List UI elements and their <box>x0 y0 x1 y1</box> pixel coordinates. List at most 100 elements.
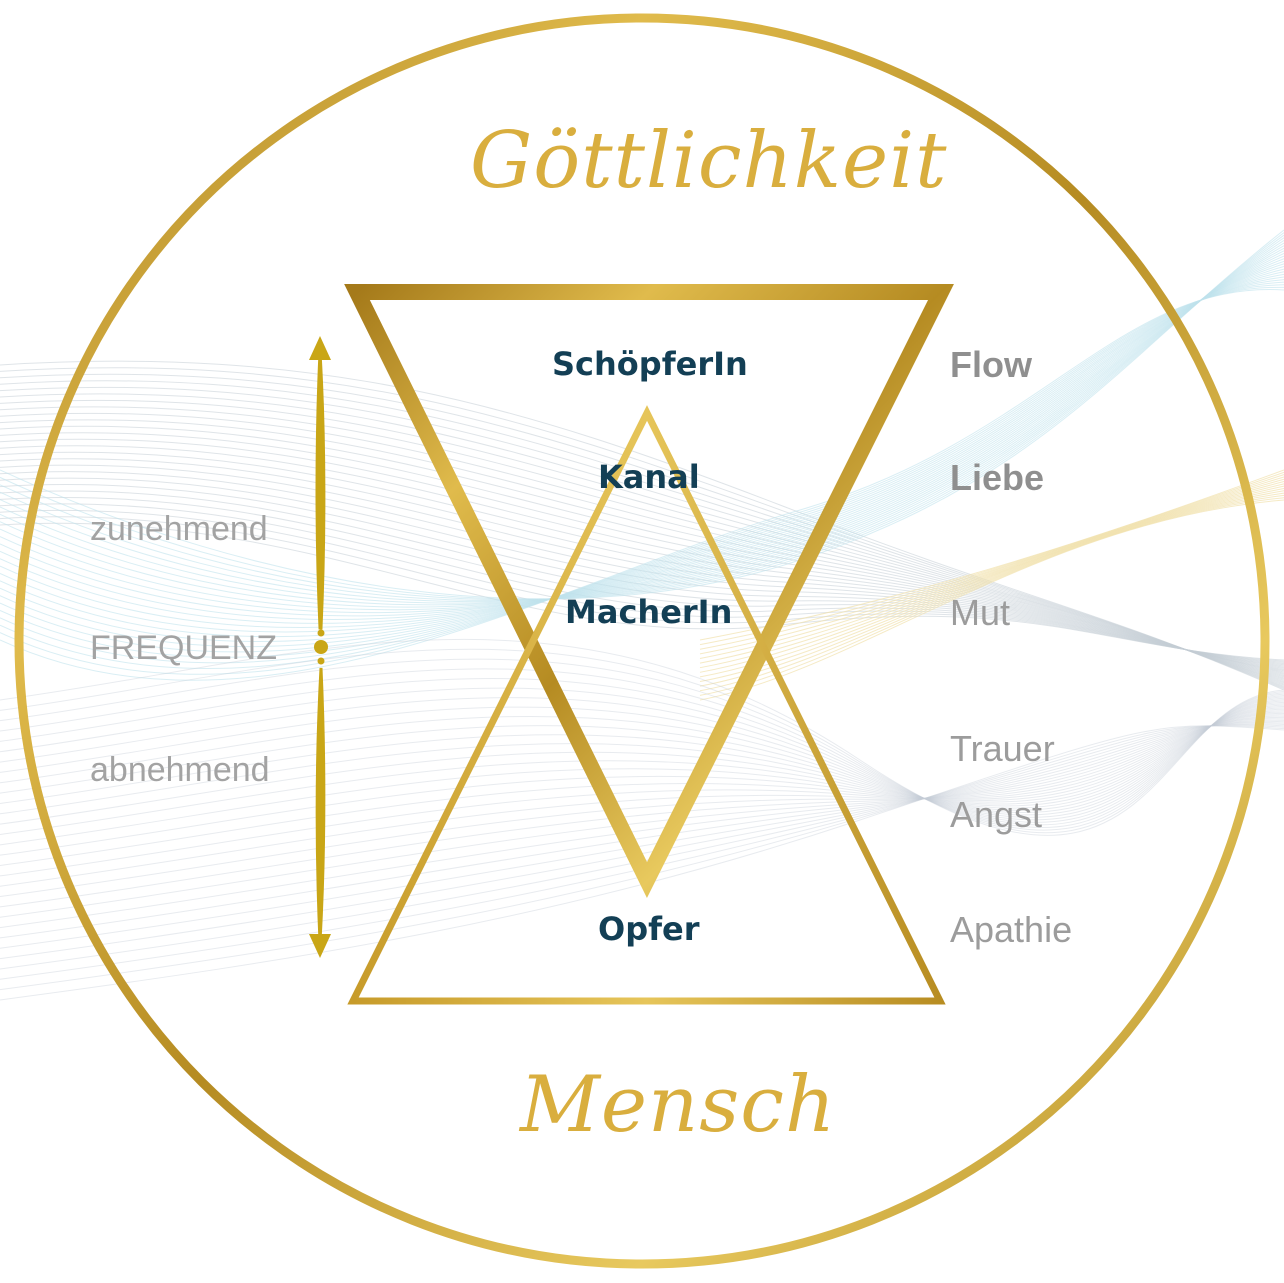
wave-line <box>0 503 1284 665</box>
wave-line <box>0 263 1284 629</box>
wave-line <box>0 273 1284 648</box>
wave-line <box>0 522 1284 661</box>
wave-line <box>0 718 1284 918</box>
role-schoepferin: SchöpferIn <box>552 345 748 383</box>
wave-line <box>0 425 1284 679</box>
wave-line <box>0 701 1284 814</box>
wave-line <box>0 399 1284 684</box>
wave-line <box>0 724 1284 980</box>
upward-triangle <box>347 405 946 1005</box>
emotion-angst: Angst <box>950 794 1043 835</box>
wave-line <box>0 722 1284 949</box>
wave-line <box>0 419 1284 680</box>
wave-line <box>0 412 1284 681</box>
wave-line <box>0 708 1284 846</box>
wave-line <box>0 490 1284 667</box>
wave-line <box>0 700 1284 816</box>
wave-line <box>699 497 1284 696</box>
wave-line <box>0 406 1284 683</box>
role-opfer: Opfer <box>598 910 700 948</box>
role-macherin: MacherIn <box>565 593 733 631</box>
wave-band-blue <box>0 229 1284 681</box>
role-kanal: Kanal <box>598 458 700 496</box>
wave-line <box>0 703 1284 811</box>
wave-line <box>0 260 1284 624</box>
background-waves <box>0 229 1284 1001</box>
wave-line <box>0 496 1284 666</box>
wave-line <box>0 253 1284 614</box>
wave-band-lower <box>0 638 1284 1001</box>
wave-line <box>0 720 1284 939</box>
wave-line <box>0 710 1284 856</box>
wave-line <box>0 704 1284 815</box>
wave-line <box>0 712 1284 877</box>
arrow-shaft-lower <box>315 667 326 943</box>
wave-line <box>0 245 1284 606</box>
wave-line <box>0 707 1284 835</box>
arrow-down-head-icon <box>309 934 331 958</box>
wave-line <box>0 247 1284 608</box>
wave-line <box>0 638 1284 836</box>
wave-line <box>0 714 1284 887</box>
wave-line <box>0 723 1284 960</box>
wave-line <box>0 281 1284 664</box>
arrow-dot-bottom <box>317 657 325 665</box>
wave-line <box>0 360 1284 691</box>
wave-line <box>0 271 1284 642</box>
wave-line <box>0 725 1284 1001</box>
frequency-arrow <box>309 336 331 958</box>
wave-line <box>0 668 1284 828</box>
title-goettlichkeit: Göttlichkeit <box>470 116 948 206</box>
wave-line <box>0 240 1284 603</box>
arrow-shaft-upper <box>315 351 326 630</box>
emotion-liebe: Liebe <box>950 457 1045 498</box>
wave-line <box>0 279 1284 658</box>
wave-line <box>0 715 1284 898</box>
wave-line <box>0 724 1284 970</box>
wave-line <box>0 232 1284 600</box>
wave-line <box>699 494 1284 692</box>
wave-line <box>0 234 1284 601</box>
downward-triangle <box>344 284 954 898</box>
emotion-apathie: Apathie <box>950 909 1073 950</box>
arrow-dot-mid <box>314 640 328 654</box>
wave-line <box>0 255 1284 617</box>
wave-line <box>0 268 1284 638</box>
wave-line <box>0 658 1284 831</box>
wave-line <box>0 258 1284 620</box>
wave-line <box>0 393 1284 685</box>
wave-line <box>0 284 1284 669</box>
wave-line <box>699 499 1284 701</box>
wave-line <box>0 483 1284 668</box>
wave-line <box>0 451 1284 674</box>
wave-line <box>0 266 1284 633</box>
wave-line <box>0 711 1284 867</box>
frequency-decreasing: abnehmend <box>90 751 270 789</box>
arrow-dot-top <box>317 629 325 637</box>
emotion-mut: Mut <box>950 592 1011 633</box>
wave-line <box>0 237 1284 601</box>
wave-line <box>0 289 1284 681</box>
title-mensch: Mensch <box>520 1060 837 1150</box>
wave-line <box>0 509 1284 663</box>
wave-line <box>0 276 1284 653</box>
wave-line <box>0 717 1284 908</box>
emotion-trauer: Trauer <box>950 728 1055 769</box>
wave-line <box>699 492 1284 687</box>
wave-line <box>0 706 1284 825</box>
frequency-label: FREQUENZ <box>90 629 277 667</box>
arrow-up-head-icon <box>309 336 331 360</box>
wave-line <box>0 687 1284 823</box>
frequency-increasing: zunehmend <box>90 510 268 548</box>
wave-line <box>0 725 1284 991</box>
wave-line <box>0 250 1284 611</box>
wave-line <box>0 477 1284 669</box>
outer-gold-circle <box>14 13 1270 1269</box>
wave-line <box>0 471 1284 671</box>
emotion-flow: Flow <box>950 344 1032 385</box>
wave-line <box>0 719 1284 929</box>
wave-line <box>0 242 1284 604</box>
wave-line <box>0 516 1284 662</box>
